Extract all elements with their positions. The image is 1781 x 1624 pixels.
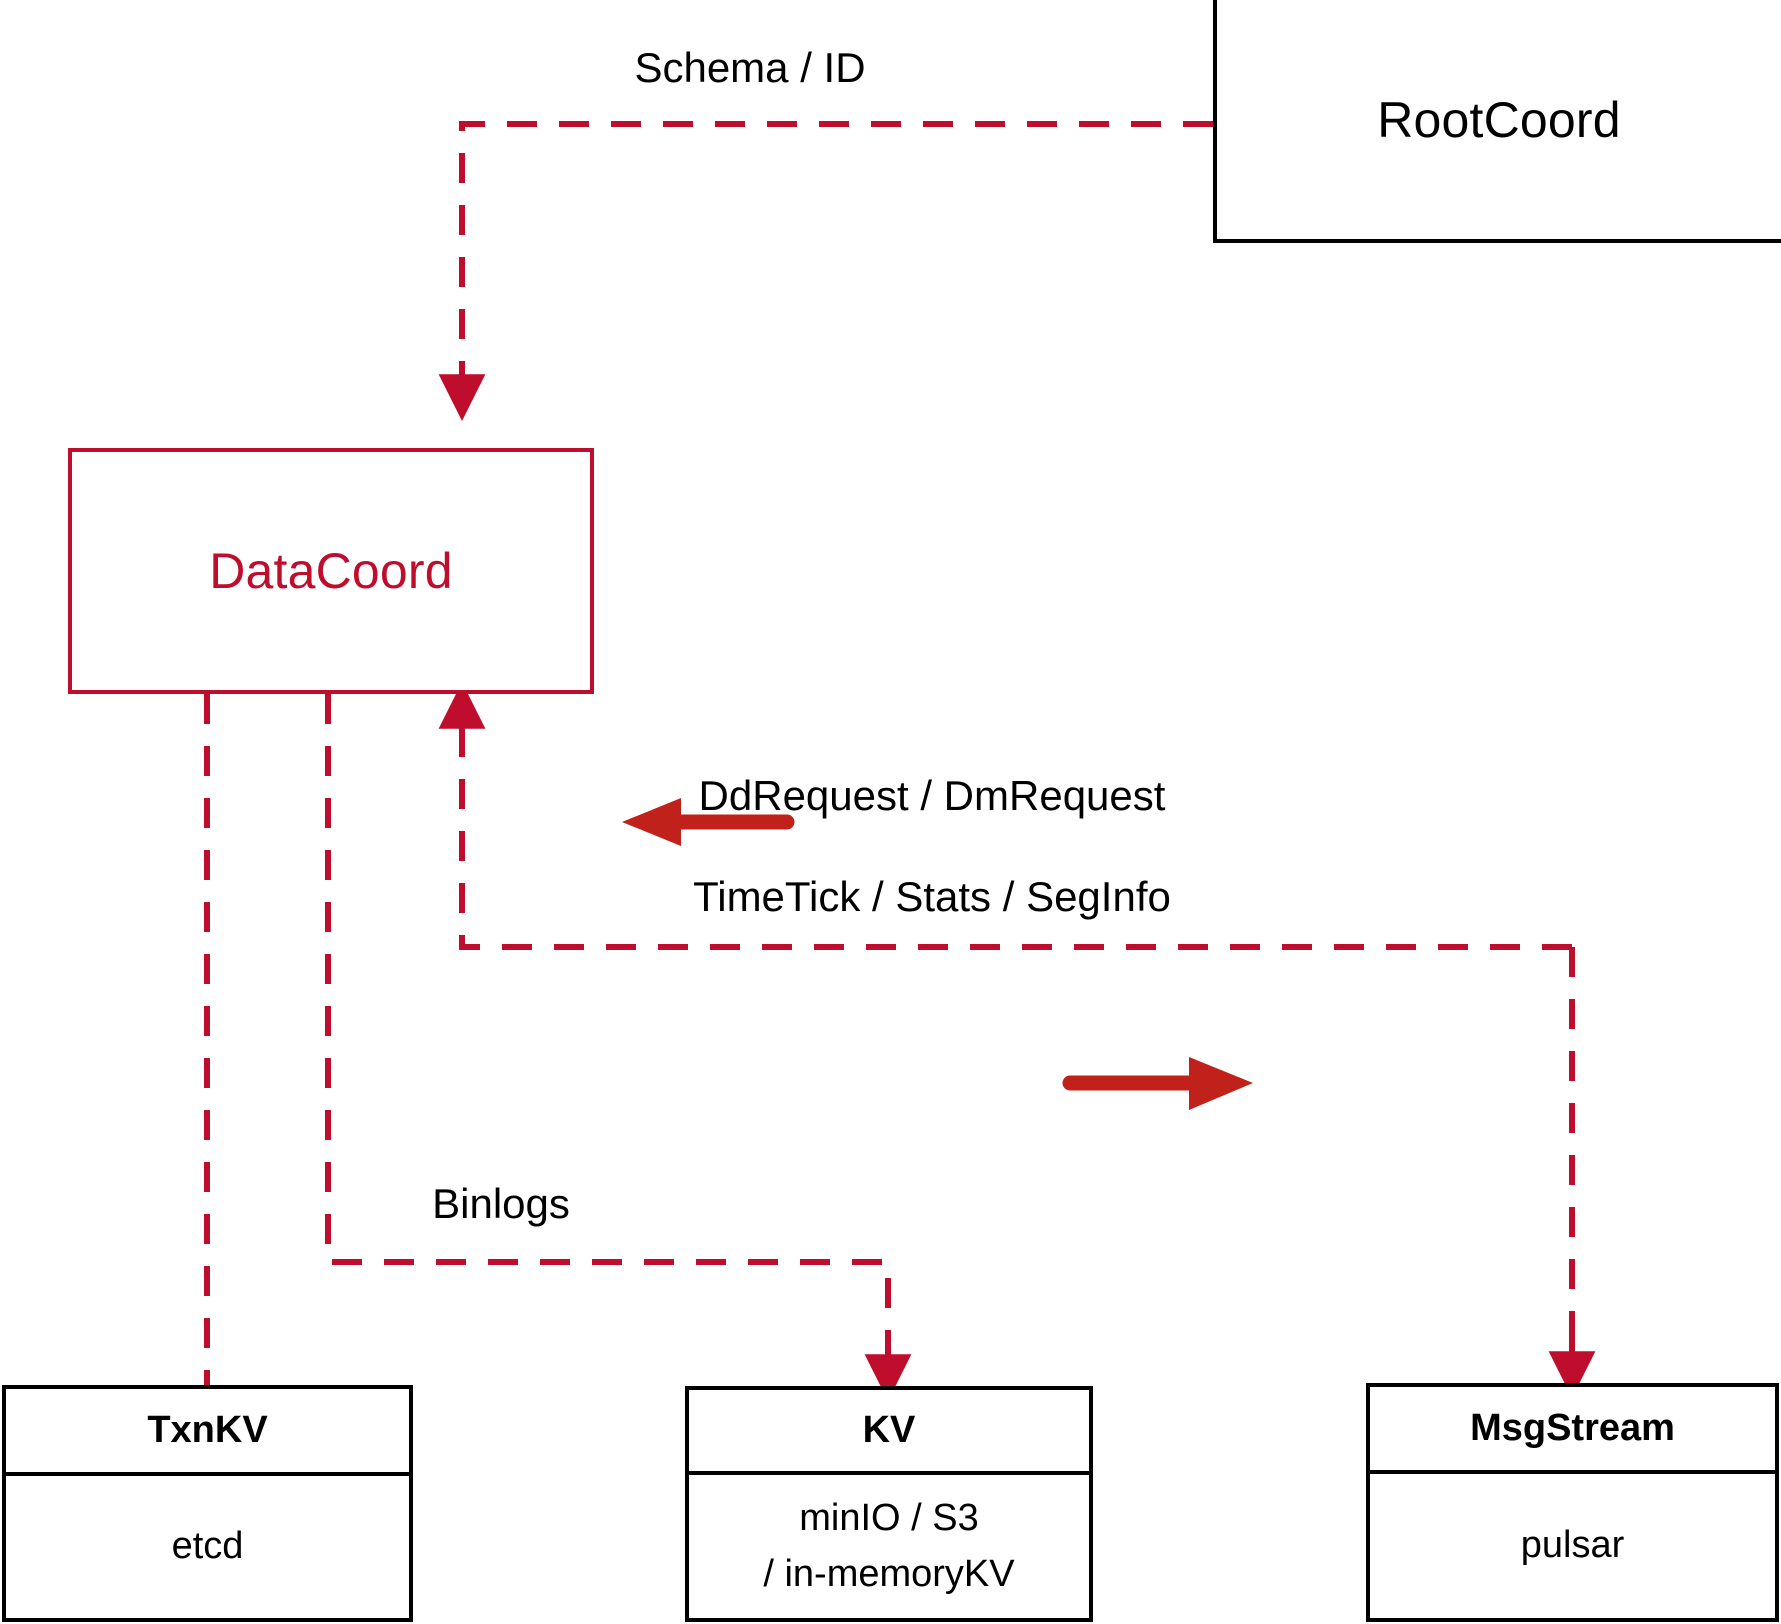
- direction-arrow-right: [1062, 1057, 1253, 1110]
- node-rootcoord[interactable]: RootCoord: [1213, 0, 1781, 243]
- edge-label-timetick-stats: TimeTick / Stats / SegInfo: [693, 873, 1171, 920]
- node-kv-detail-line-2: / in-memoryKV: [763, 1552, 1015, 1595]
- node-msgstream-detail-line: pulsar: [1520, 1524, 1625, 1567]
- node-kv-detail-line-1: minIO / S3: [799, 1497, 979, 1540]
- node-datacoord[interactable]: DataCoord: [68, 448, 594, 694]
- node-kv[interactable]: KV minIO / S3 / in-memoryKV: [685, 1386, 1093, 1622]
- edge-dd-dm-request: [438, 681, 1572, 950]
- edge-label-schema-id: Schema / ID: [634, 44, 866, 91]
- node-datacoord-label: DataCoord: [209, 543, 453, 599]
- edge-label-binlogs: Binlogs: [432, 1180, 570, 1227]
- node-kv-label: KV: [689, 1390, 1089, 1475]
- node-msgstream-label: MsgStream: [1370, 1387, 1775, 1474]
- node-rootcoord-label: RootCoord: [1377, 91, 1621, 148]
- node-txnkv-detail-line: etcd: [171, 1525, 244, 1568]
- node-txnkv-label: TxnKV: [6, 1389, 409, 1476]
- edge-schema-id: [438, 121, 1213, 422]
- direction-arrow-left: [622, 798, 795, 846]
- node-msgstream-detail: pulsar: [1370, 1474, 1775, 1618]
- edge-binlogs: [325, 694, 912, 1402]
- node-msgstream[interactable]: MsgStream pulsar: [1366, 1383, 1779, 1622]
- node-kv-detail: minIO / S3 / in-memoryKV: [689, 1475, 1089, 1618]
- node-txnkv-detail: etcd: [6, 1476, 409, 1618]
- edge-label-dd-dm-request: DdRequest / DmRequest: [698, 772, 1166, 819]
- node-txnkv[interactable]: TxnKV etcd: [2, 1385, 413, 1622]
